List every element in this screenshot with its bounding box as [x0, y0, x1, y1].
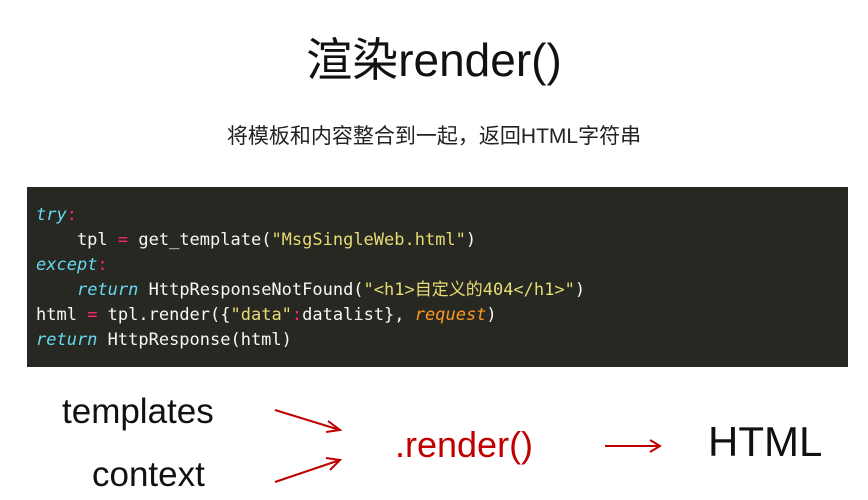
html-label: HTML	[708, 418, 823, 465]
code-line: tpl = get_template("MsgSingleWeb.html")	[36, 228, 848, 253]
slide-subtitle: 将模板和内容整合到一起，返回HTML字符串	[226, 125, 642, 148]
keyword: return	[76, 280, 139, 300]
context-label: context	[92, 455, 205, 494]
operator: =	[117, 230, 129, 250]
templates-label: templates	[62, 392, 214, 431]
code-line: return HttpResponseNotFound("<h1>自定义的404…	[36, 278, 848, 303]
code-text: tpl	[36, 230, 118, 250]
string: "MsgSingleWeb.html"	[271, 230, 466, 250]
code-block: try: tpl = get_template("MsgSingleWeb.ht…	[27, 187, 848, 367]
arrow-icon	[605, 439, 662, 453]
arrow-icon	[274, 409, 343, 433]
arrow-icon	[274, 457, 343, 483]
code-text: datalist},	[302, 305, 415, 325]
code-text: HttpResponse(html)	[97, 330, 292, 350]
code-text: get_template(	[128, 230, 272, 250]
slide-title: 渲染render()	[306, 34, 562, 86]
keyword: try	[36, 205, 67, 225]
code-line: return HttpResponse(html)	[36, 328, 848, 353]
code-text: HttpResponseNotFound(	[138, 280, 364, 300]
code-text: html	[36, 305, 88, 325]
code-line: try:	[36, 203, 848, 228]
operator: =	[87, 305, 98, 325]
argument: request	[414, 305, 487, 325]
keyword: except	[36, 255, 98, 275]
code-line: html = tpl.render({"data":datalist}, req…	[36, 303, 848, 328]
string: "<h1>自定义的404</h1>"	[363, 280, 575, 300]
code-line: except:	[36, 253, 848, 278]
code-text: )	[574, 280, 586, 300]
code-text: )	[465, 230, 477, 250]
colon: :	[97, 255, 108, 275]
keyword: return	[36, 330, 98, 350]
colon: :	[66, 205, 77, 225]
code-text: tpl.render({	[97, 305, 231, 325]
string: "data"	[230, 305, 292, 325]
render-label: .render()	[395, 424, 534, 465]
colon: :	[291, 305, 303, 325]
code-text: )	[486, 305, 497, 325]
